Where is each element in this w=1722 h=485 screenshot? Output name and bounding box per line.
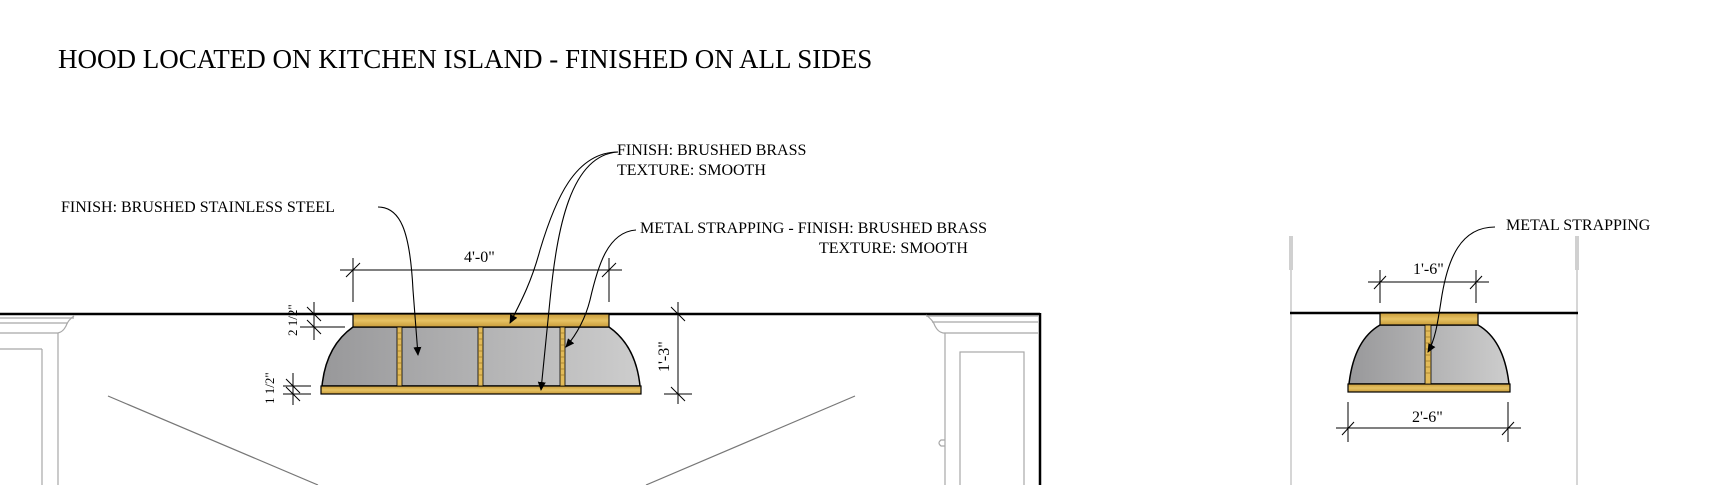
callout-stainless: FINISH: BRUSHED STAINLESS STEEL — [61, 199, 335, 216]
hood-top-band-brass — [352, 313, 610, 328]
callout-side-strapping: METAL STRAPPING — [1506, 217, 1651, 234]
callout-strapping-texture: TEXTURE: SMOOTH — [819, 240, 968, 257]
callout-brass-finish: FINISH: BRUSHED BRASS — [617, 142, 807, 159]
drawing-title: HOOD LOCATED ON KITCHEN ISLAND - FINISHE… — [58, 44, 873, 74]
metal-straps — [396, 326, 566, 387]
dim-label-front-height: 1'-3" — [656, 341, 673, 372]
dim-2-half — [300, 302, 345, 340]
right-cabinet — [925, 314, 1038, 485]
dim-label-front-width: 4'-0" — [464, 249, 495, 266]
dim-label-top-band: 2 1/2" — [285, 304, 300, 336]
left-cabinet — [0, 315, 75, 485]
callout-strapping: METAL STRAPPING - FINISH: BRUSHED BRASS — [640, 220, 988, 237]
dim-4-0 — [340, 258, 622, 302]
dim-1-half — [283, 373, 311, 405]
dim-label-side-top: 1'-6" — [1413, 261, 1444, 278]
front-elevation — [0, 151, 1042, 485]
dim-label-side-bottom: 2'-6" — [1412, 409, 1443, 426]
hood-bottom-band-brass — [320, 385, 642, 395]
dim-label-bottom-band: 1 1/2" — [262, 372, 277, 404]
dim-1-3 — [664, 302, 692, 404]
callout-brass-texture: TEXTURE: SMOOTH — [617, 162, 766, 179]
side-elevation — [1289, 226, 1579, 485]
